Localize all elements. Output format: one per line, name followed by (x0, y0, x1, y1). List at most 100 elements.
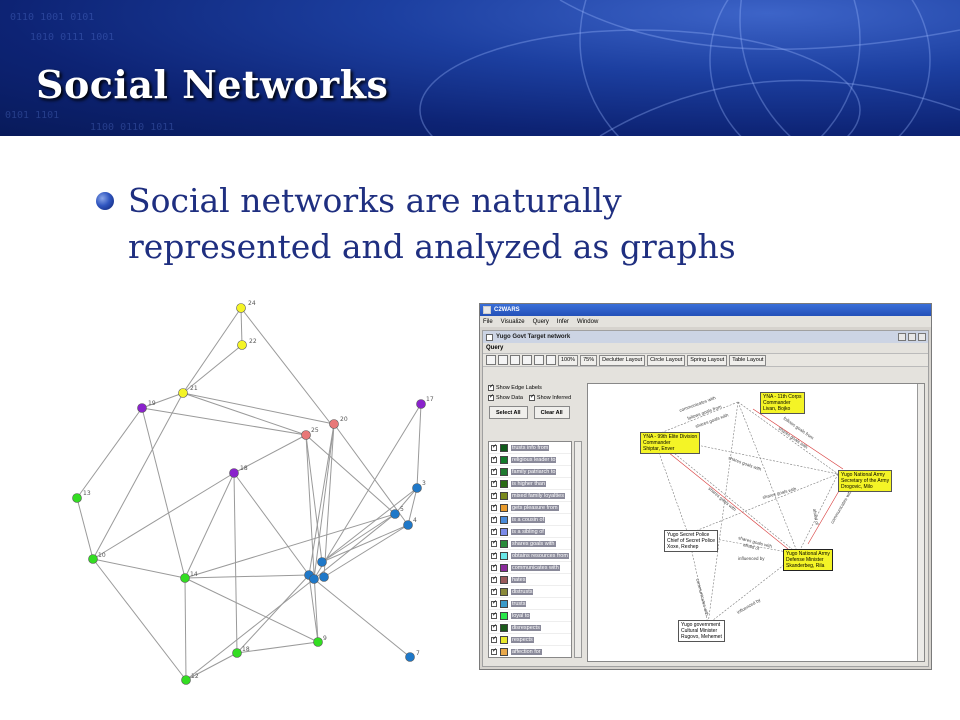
close-icon[interactable] (918, 333, 926, 341)
app-icon (483, 306, 491, 314)
checkbox-icon[interactable] (491, 587, 497, 595)
color-swatch (500, 647, 508, 656)
relation-label: affection for (511, 648, 542, 655)
legend-scrollbar[interactable] (574, 441, 582, 658)
svg-text:1010 0111 1001: 1010 0111 1001 (30, 32, 114, 43)
table-layout-button[interactable]: Table Layout (729, 354, 767, 366)
checkbox-icon[interactable] (491, 611, 497, 619)
legend-row[interactable]: gets pleasure from (489, 502, 571, 514)
node-role: Chief of Secret Police (667, 538, 716, 544)
legend-row[interactable]: religious leader to (489, 454, 571, 466)
checkbox-icon[interactable] (491, 551, 497, 559)
circle-layout-button[interactable]: Circle Layout (647, 354, 686, 366)
node-label: 22 (249, 338, 257, 345)
checkbox-icon[interactable] (528, 393, 535, 401)
grid-icon[interactable] (498, 355, 508, 365)
checkbox-icon[interactable] (491, 491, 497, 499)
zoom-out-icon[interactable] (546, 355, 556, 365)
checkbox-icon[interactable] (491, 467, 497, 475)
delete-icon[interactable] (522, 355, 532, 365)
color-swatch (500, 611, 508, 620)
legend-row[interactable]: distrusts (489, 586, 571, 598)
node-4 (403, 520, 413, 530)
checkbox-icon[interactable] (491, 563, 497, 571)
legend-row[interactable]: respects (489, 634, 571, 646)
checkbox-icon[interactable] (491, 647, 497, 655)
window-titlebar: C2WARS (480, 304, 931, 316)
legend-row[interactable]: family patriarch to (489, 466, 571, 478)
show-edge-labels-option[interactable]: Show Edge Labels (485, 383, 583, 393)
checkbox-icon[interactable] (491, 503, 497, 511)
tree-icon[interactable] (510, 355, 520, 365)
zoom-100-button[interactable]: 100% (558, 354, 579, 366)
color-swatch (500, 467, 508, 476)
zoom-in-icon[interactable] (534, 355, 544, 365)
menu-file[interactable]: File (483, 318, 493, 325)
canvas-scrollbar[interactable] (917, 384, 924, 661)
checkbox-icon[interactable] (488, 383, 494, 391)
legend-row[interactable]: loyal to (489, 610, 571, 622)
checkbox-icon[interactable] (491, 539, 497, 547)
node-secretary-army[interactable]: Yugo National Army Secretary of the Army… (838, 470, 893, 492)
checkbox-icon[interactable] (488, 393, 494, 401)
menu-query[interactable]: Query (532, 318, 549, 325)
legend-row[interactable]: disrespects (489, 622, 571, 634)
checkbox-icon[interactable] (491, 527, 497, 535)
checkbox-icon[interactable] (491, 479, 497, 487)
color-swatch (500, 539, 508, 548)
minimize-icon[interactable] (898, 333, 906, 341)
checkbox-icon[interactable] (491, 455, 497, 463)
legend-row[interactable]: is a sibling of (489, 526, 571, 538)
zoom-75-button[interactable]: 75% (580, 354, 598, 366)
legend-row[interactable]: mixed family loyalties (489, 490, 571, 502)
node-cultural-minister[interactable]: Yugo government Cultural Minister Rugovo… (678, 620, 725, 642)
menu-visualize[interactable]: Visualize (500, 318, 525, 325)
spring-layout-button[interactable]: Spring Layout (687, 354, 728, 366)
legend-row[interactable]: is a cousin of (489, 514, 571, 526)
clear-all-button[interactable]: Clear All (533, 406, 570, 419)
show-data-option[interactable]: Show Data Show Inferred (485, 393, 583, 403)
legend-row[interactable]: shares goals with (489, 538, 571, 550)
checkbox-icon[interactable] (491, 443, 497, 451)
relation-label: gets pleasure from (511, 504, 559, 511)
node-25 (301, 430, 311, 440)
legend-row[interactable]: obtains resources from (489, 550, 571, 562)
checkbox-icon[interactable] (491, 575, 497, 583)
color-swatch (500, 503, 508, 512)
node-17 (416, 399, 426, 409)
legend-row[interactable]: is higher than (489, 478, 571, 490)
checkbox-icon[interactable] (491, 635, 497, 643)
layout-icon[interactable] (486, 355, 496, 365)
page-title: Social Networks (36, 62, 389, 107)
node-99th-division[interactable]: YNA - 99th Elite Division Commander Ship… (640, 432, 701, 454)
menu-window[interactable]: Window (576, 318, 599, 325)
legend-row[interactable]: communicates with (489, 562, 571, 574)
node-person: Shiptar, Enver (643, 446, 675, 452)
node-label: 18 (240, 465, 248, 472)
node-9 (313, 637, 323, 647)
node-org: Yugo National Army (841, 472, 885, 478)
bullet-point: Social networks are naturally represente… (96, 178, 916, 270)
relation-label: trusts info from (511, 444, 550, 451)
show-data-label: Show Data (496, 395, 523, 401)
legend-row[interactable]: trusts info from (489, 442, 571, 454)
menu-infer[interactable]: Infer (556, 318, 569, 325)
node-label: 14 (190, 571, 198, 578)
select-all-button[interactable]: Select All (489, 406, 528, 419)
legend-row[interactable]: affection for (489, 646, 571, 657)
checkbox-icon[interactable] (491, 623, 497, 631)
legend-row[interactable]: hates (489, 574, 571, 586)
node-role: Cultural Minister (681, 628, 718, 634)
node-role: Commander (763, 400, 791, 406)
checkbox-icon[interactable] (491, 599, 497, 607)
node-11th-corps[interactable]: YNA - 11th Corps Commander Livan, Bojko (760, 392, 805, 414)
banner-decoration: 0110 1001 0101 1010 0111 1001 0101 1101 … (5, 0, 960, 136)
color-swatch (500, 599, 508, 608)
checkbox-icon[interactable] (491, 515, 497, 523)
node-defense-minister[interactable]: Yugo National Army Defense Minister Skan… (783, 549, 833, 571)
maximize-icon[interactable] (908, 333, 916, 341)
declutter-layout-button[interactable]: Declutter Layout (599, 354, 646, 366)
legend-row[interactable]: trusts (489, 598, 571, 610)
network-canvas[interactable]: communicates with follows goals from sha… (587, 383, 925, 662)
node-secret-police[interactable]: Yugo Secret Police Chief of Secret Polic… (664, 530, 719, 552)
